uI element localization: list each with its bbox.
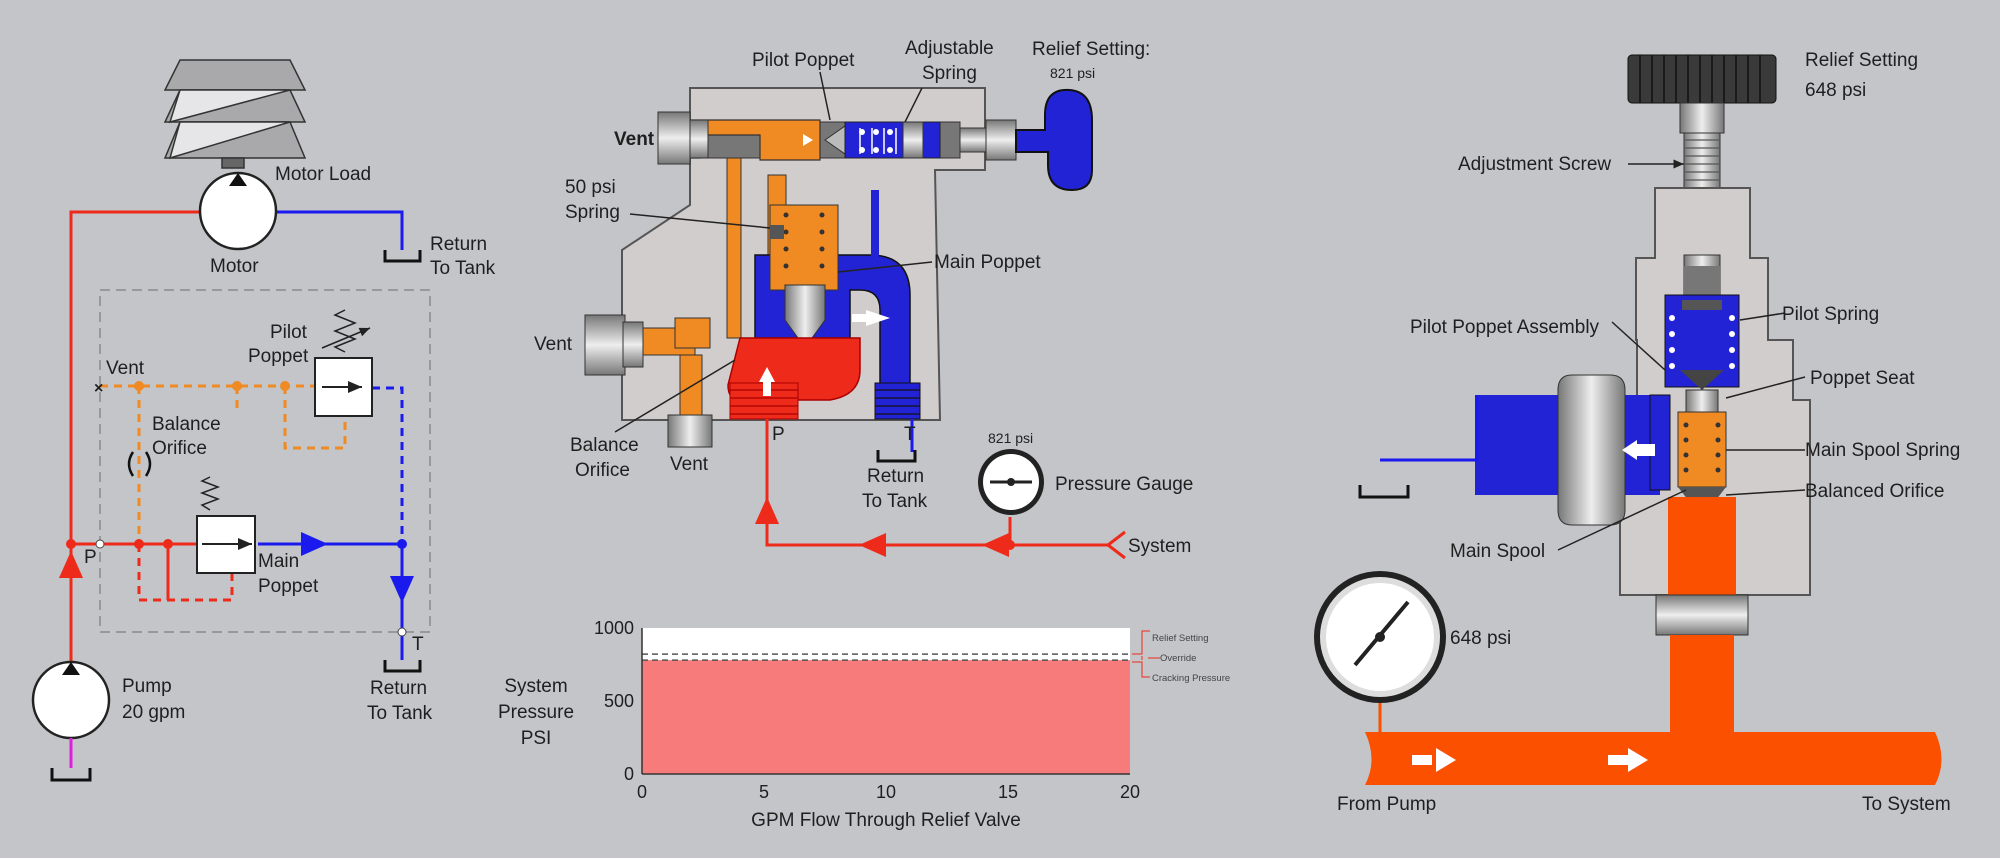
motor-load-icon bbox=[163, 59, 307, 169]
flow-arrows bbox=[759, 134, 890, 396]
junction-dots bbox=[66, 381, 407, 637]
vent-plug-icon: × bbox=[94, 380, 103, 397]
x-tick-label: 5 bbox=[759, 782, 769, 802]
vent-fitting-icon bbox=[584, 314, 626, 376]
pilot-poppet-assembly-callout: Pilot Poppet Assembly bbox=[1410, 317, 1600, 338]
pressure-gauge-label: Pressure Gauge bbox=[1055, 474, 1193, 495]
adjustable-spring-callout: Adjustable bbox=[905, 38, 994, 59]
pressure-lines bbox=[755, 419, 1126, 560]
adjustment-screw-callout: Adjustment Screw bbox=[1458, 154, 1611, 175]
tank-icon bbox=[1358, 485, 1410, 499]
cracking-pressure-annotation: Cracking Pressure bbox=[1152, 673, 1230, 684]
t-port-label: T bbox=[904, 424, 916, 445]
vent-fitting-icon bbox=[657, 111, 691, 165]
vent-label: Vent bbox=[106, 358, 145, 379]
main-spool-spring-callout: Main Spool Spring bbox=[1805, 440, 1960, 461]
pump-label: 20 gpm bbox=[122, 702, 185, 723]
balance-orifice-label: Orifice bbox=[152, 438, 207, 459]
main-poppet-callout: Main Poppet bbox=[934, 252, 1041, 273]
motor-label: Motor bbox=[210, 256, 259, 277]
y-tick-label: 0 bbox=[624, 764, 634, 784]
x-tick-labels: 0 5 10 15 20 bbox=[637, 782, 1140, 802]
system-label: System bbox=[1128, 536, 1191, 557]
pilot-poppet-label: Poppet bbox=[248, 346, 309, 367]
pressure-gauge-icon bbox=[1314, 571, 1446, 732]
from-pump-label: From Pump bbox=[1337, 794, 1436, 815]
return-tank-label: Return bbox=[370, 678, 427, 699]
y-axis-label: System bbox=[504, 676, 567, 697]
spring-icon bbox=[199, 476, 221, 511]
y-axis-label: PSI bbox=[521, 728, 552, 749]
gauge-value-label: 821 psi bbox=[988, 430, 1033, 446]
y-tick-labels: 0 500 1000 bbox=[594, 618, 634, 784]
adjustable-spring-callout: Spring bbox=[922, 63, 977, 84]
pilot-relief-valve-cutaway: Pilot Poppet Adjustable Spring Relief Se… bbox=[534, 38, 1193, 560]
supply-pipe bbox=[1365, 732, 1942, 785]
vent-label: Vent bbox=[534, 334, 573, 355]
relief-setting-value: 821 psi bbox=[1050, 65, 1095, 81]
vent-fitting-icon bbox=[667, 414, 713, 448]
return-lines bbox=[258, 210, 414, 660]
pressure-area-series bbox=[642, 660, 1130, 774]
spring-icon bbox=[332, 309, 358, 353]
t-port-label: T bbox=[412, 634, 424, 655]
valve-boundary bbox=[99, 289, 431, 633]
x-tick-label: 15 bbox=[998, 782, 1018, 802]
vent-label: Vent bbox=[614, 129, 655, 150]
tank-icon bbox=[876, 450, 917, 463]
p-port-label: P bbox=[84, 547, 97, 568]
pilot-poppet-callout: Pilot Poppet bbox=[752, 50, 855, 71]
return-tank-label: To Tank bbox=[862, 491, 928, 512]
balance-orifice-callout: Orifice bbox=[575, 460, 630, 481]
motor-icon bbox=[198, 171, 278, 251]
direct-relief-valve-cutaway: Relief Setting 648 psi Adjustment Screw … bbox=[1314, 50, 1960, 815]
x-axis-label: GPM Flow Through Relief Valve bbox=[751, 810, 1021, 831]
y-tick-label: 1000 bbox=[594, 618, 634, 638]
return-tank-label: To Tank bbox=[430, 258, 496, 279]
hydraulic-schematic: Motor Load bbox=[31, 59, 496, 782]
balanced-orifice-callout: Balanced Orifice bbox=[1805, 481, 1944, 502]
x-tick-label: 10 bbox=[876, 782, 896, 802]
relief-setting-annotation: Relief Setting bbox=[1152, 633, 1209, 644]
spring-50-callout: 50 psi bbox=[565, 177, 616, 198]
balance-orifice-callout: Balance bbox=[570, 435, 639, 456]
override-annotation: Override bbox=[1160, 653, 1196, 664]
adjustment-knob-icon bbox=[1627, 54, 1777, 104]
relief-setting-label: Relief Setting: bbox=[1032, 39, 1150, 60]
port-nut-icon bbox=[1557, 374, 1626, 526]
motor-load-label: Motor Load bbox=[275, 164, 371, 185]
adjustment-knob-icon bbox=[1015, 88, 1093, 192]
main-spool-callout: Main Spool bbox=[1450, 541, 1545, 562]
pressure-flow-chart: 0 5 10 15 20 0 500 1000 System Pressure PSI GP… bbox=[498, 618, 1230, 831]
p-port-label: P bbox=[772, 424, 785, 445]
main-poppet-label: Poppet bbox=[258, 576, 319, 597]
poppet-seat-callout: Poppet Seat bbox=[1810, 368, 1915, 389]
pump-icon bbox=[31, 660, 111, 768]
main-poppet-label: Main bbox=[258, 551, 299, 572]
pressure-gauge-icon bbox=[978, 449, 1044, 515]
balance-orifice-label: Balance bbox=[152, 414, 221, 435]
tank-icon bbox=[50, 250, 422, 782]
pilot-poppet-label: Pilot bbox=[270, 322, 308, 343]
gauge-value-label: 648 psi bbox=[1450, 628, 1511, 649]
balance-orifice-symbol bbox=[127, 451, 152, 477]
return-tank-label: Return bbox=[430, 234, 487, 255]
vent-label: Vent bbox=[670, 454, 709, 475]
pump-label: Pump bbox=[122, 676, 172, 697]
relief-setting-label: Relief Setting bbox=[1805, 50, 1918, 71]
pilot-spring-callout: Pilot Spring bbox=[1782, 304, 1879, 325]
spring-50-callout: Spring bbox=[565, 202, 620, 223]
x-tick-label: 0 bbox=[637, 782, 647, 802]
relief-setting-value: 648 psi bbox=[1805, 80, 1866, 101]
y-axis-label: Pressure bbox=[498, 702, 574, 723]
x-tick-label: 20 bbox=[1120, 782, 1140, 802]
return-tank-label: To Tank bbox=[367, 703, 433, 724]
override-bracket bbox=[1132, 630, 1160, 678]
y-tick-label: 500 bbox=[604, 691, 634, 711]
adjustable-spring-icon bbox=[859, 128, 909, 154]
to-system-label: To System bbox=[1862, 794, 1951, 815]
return-tank-label: Return bbox=[867, 466, 924, 487]
